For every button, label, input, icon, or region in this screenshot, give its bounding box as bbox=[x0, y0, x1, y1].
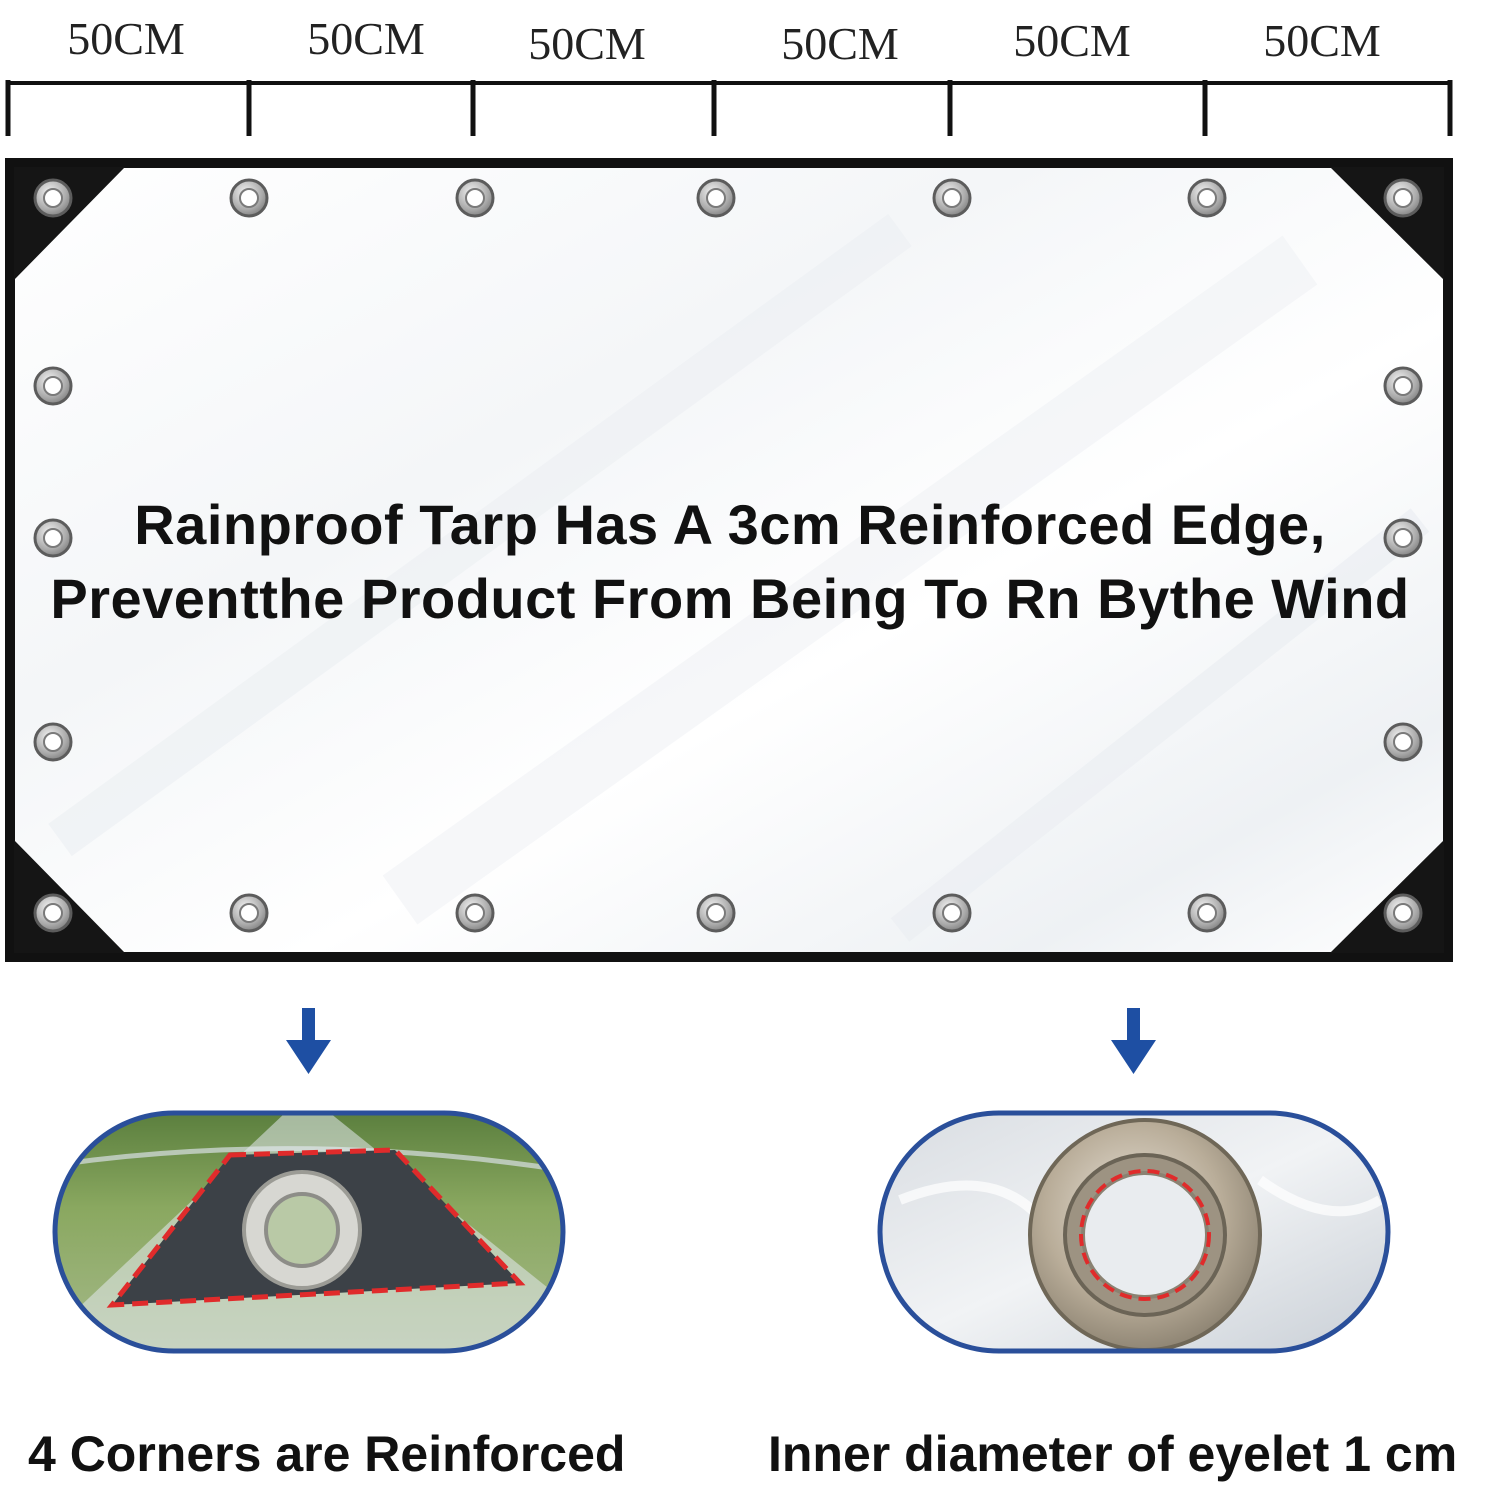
ruler-label: 50CM bbox=[528, 18, 646, 69]
eyelet-hole bbox=[43, 903, 63, 923]
eyelet-hole bbox=[465, 903, 485, 923]
ruler-label: 50CM bbox=[1263, 15, 1381, 66]
ruler-label: 50CM bbox=[781, 18, 899, 69]
eyelet-detail-photo bbox=[877, 1110, 1391, 1354]
eyelet-hole bbox=[1197, 903, 1217, 923]
eyelet-hole bbox=[43, 528, 63, 548]
tarp-caption-line-1: Rainproof Tarp Has A 3cm Reinforced Edge… bbox=[134, 493, 1326, 556]
ruler-label: 50CM bbox=[67, 13, 185, 64]
arrow-down-icon bbox=[286, 1008, 331, 1074]
eyelet-hole bbox=[1393, 188, 1413, 208]
eyelet-hole bbox=[1393, 376, 1413, 396]
eyelet-hole bbox=[1393, 903, 1413, 923]
eyelet-hole bbox=[43, 732, 63, 752]
eyelet-hole bbox=[43, 188, 63, 208]
eyelet-caption: Inner diameter of eyelet 1 cm bbox=[768, 1426, 1458, 1482]
eyelet-hole bbox=[1393, 528, 1413, 548]
eyelet-hole bbox=[706, 903, 726, 923]
inner-diameter-highlight bbox=[1079, 1169, 1211, 1301]
eyelet-hole bbox=[942, 188, 962, 208]
ruler-label: 50CM bbox=[307, 13, 425, 64]
eyelet-hole bbox=[1393, 732, 1413, 752]
clear-tarp bbox=[5, 158, 1453, 962]
tarp-caption-line-2: Preventthe Product From Being To Rn Byth… bbox=[50, 567, 1410, 630]
eyelet-hole bbox=[465, 188, 485, 208]
arrow-down-icon bbox=[1111, 1008, 1156, 1074]
measuring-ruler bbox=[5, 80, 1453, 136]
eyelet-hole bbox=[942, 903, 962, 923]
corner-detail-photo bbox=[52, 1110, 566, 1354]
eyelet-hole bbox=[1197, 188, 1217, 208]
ruler-label: 50CM bbox=[1013, 15, 1131, 66]
eyelet-group bbox=[33, 178, 1423, 933]
eyelet-hole bbox=[706, 188, 726, 208]
eyelet-hole bbox=[43, 376, 63, 396]
eyelet-hole bbox=[239, 188, 259, 208]
corner-caption: 4 Corners are Reinforced bbox=[28, 1426, 626, 1482]
eyelet-hole bbox=[239, 903, 259, 923]
